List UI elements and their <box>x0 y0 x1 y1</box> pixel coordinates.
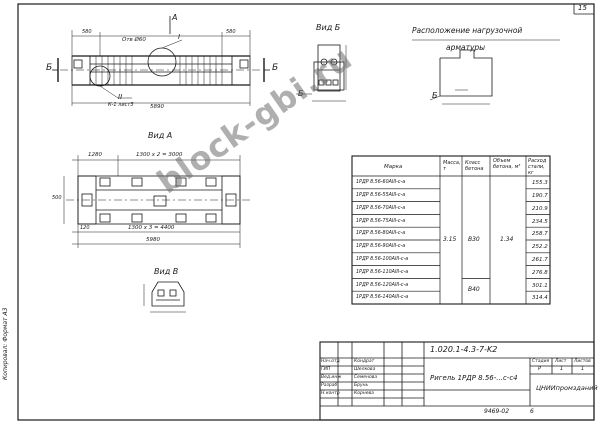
table-row-mark: 1РДР 8.56-70АIII-с-а <box>356 206 406 211</box>
mass-value: 3.15 <box>443 236 457 243</box>
stamp-sheet: 6 <box>530 408 534 415</box>
name: Брунь <box>354 383 369 388</box>
item-name: Ригель 1РДР 8.56-...с-с4 <box>430 374 518 382</box>
sheets-label: Листов <box>574 359 591 364</box>
spec-table <box>351 155 551 305</box>
view-v-section <box>143 281 186 313</box>
rebar-mark-b: Б <box>432 91 438 100</box>
sheet-label: Лист <box>555 359 567 364</box>
rebar-arrangement-section <box>412 39 560 105</box>
beam-elevation <box>52 16 270 106</box>
table-row-steel: 276.8 <box>532 270 548 276</box>
dim-5980: 5980 <box>146 237 160 243</box>
table-row-steel: 190.7 <box>532 193 548 199</box>
dim-1300x3000: 1300 х 2 = 3000 <box>136 152 183 158</box>
role: Н.контр <box>321 391 340 396</box>
stage-label: Стадия <box>532 359 550 364</box>
th-mass: Масса, т <box>443 160 461 172</box>
mark-b-right: Б <box>272 63 279 73</box>
th-volume: Объем бетона, м³ <box>493 158 521 170</box>
dim-120: 120 <box>80 225 90 231</box>
volume-value: 1.34 <box>500 236 514 243</box>
table-row-mark: 1РДР 8.56-55АIII-с-а <box>356 193 406 198</box>
dim-500: 500 <box>52 195 62 201</box>
dim-5890: 5890 <box>150 104 164 110</box>
table-row-mark: 1РДР 8.56-75АIII-с-а <box>356 219 406 224</box>
role: Вед.инж <box>321 375 342 380</box>
concrete-b40: В40 <box>468 286 480 293</box>
dim-1280: 1280 <box>88 152 102 158</box>
mark-i: I <box>178 33 181 41</box>
th-steel: Расход стали, кг <box>528 158 547 176</box>
table-row-mark: 1РДР 8.56-100АIII-с-а <box>356 257 409 262</box>
table-row-steel: 155.3 <box>532 180 548 186</box>
table-row-mark: 1РДР 8.56-110АIII-с-а <box>356 270 409 275</box>
role: Разраб <box>321 383 338 388</box>
name: Семенова <box>354 375 378 380</box>
rebar-title-2: арматуры <box>446 43 486 52</box>
table-row-steel: 234.5 <box>532 219 548 225</box>
stage-value: Р <box>538 366 542 372</box>
sheet-value: 1 <box>560 366 564 372</box>
sheet-frame <box>17 3 595 421</box>
mark-a: А <box>172 13 178 22</box>
sheets-value: 1 <box>581 366 585 372</box>
view-a-plan <box>63 155 252 248</box>
dim-580-right: 580 <box>226 29 236 35</box>
role: Нач.отд <box>321 359 340 364</box>
table-row-steel: 258.7 <box>532 231 548 237</box>
title-block <box>319 341 595 421</box>
dim-580-left: 580 <box>82 29 92 35</box>
name: Корнева <box>354 391 374 396</box>
hole-note: Отв Ø60 <box>122 37 146 43</box>
table-row-mark: 1РДР 8.56-80АIII-с-а <box>356 231 406 236</box>
table-row-steel: 314.4 <box>532 295 548 301</box>
table-row-steel: 252.2 <box>532 244 548 250</box>
doc-code: 1.020.1-4.3-7-K2 <box>430 345 498 354</box>
stamp-number: 9469-02 <box>484 408 510 415</box>
table-row-steel: 261.7 <box>532 257 548 263</box>
rebar-title-1: Расположение нагрузочной <box>412 26 523 35</box>
view-b-section <box>296 44 347 102</box>
view-v-title: Вид В <box>154 267 179 276</box>
table-row-steel: 210.9 <box>532 206 548 212</box>
mark-b-left: Б <box>46 63 53 73</box>
table-row-mark: 1РДР 8.56-140АIII-с-а <box>356 295 409 300</box>
view-a-title: Вид А <box>148 131 173 140</box>
view-b-title: Вид Б <box>316 23 341 32</box>
table-row-steel: 301.1 <box>532 283 548 289</box>
concrete-b30: В30 <box>468 236 480 243</box>
mark-ii: II <box>118 93 123 101</box>
vertical-note: Копировал: Формат А3 <box>2 307 9 380</box>
dim-1300x4400: 1300 х 3 = 4400 <box>128 225 175 231</box>
table-row-mark: 1РДР 8.56-120АIII-с-а <box>356 283 409 288</box>
table-row-mark: 1РДР 8.56-90АIII-с-а <box>356 244 406 249</box>
table-row-mark: 1РДР 8.56-60АIII-с-а <box>356 180 406 185</box>
name: Шелкова <box>354 367 376 372</box>
view-b-mark: Б <box>298 89 304 98</box>
role: ГИП <box>321 367 331 372</box>
name: Кондрат <box>354 359 375 364</box>
th-class: Класс бетона <box>465 160 484 172</box>
org-name: ЦНИИпромзданий <box>536 384 598 392</box>
sheet-number: 15 <box>578 4 587 12</box>
th-mark: Марка <box>384 164 403 170</box>
k1-note: К-1 листЗ <box>108 102 134 108</box>
